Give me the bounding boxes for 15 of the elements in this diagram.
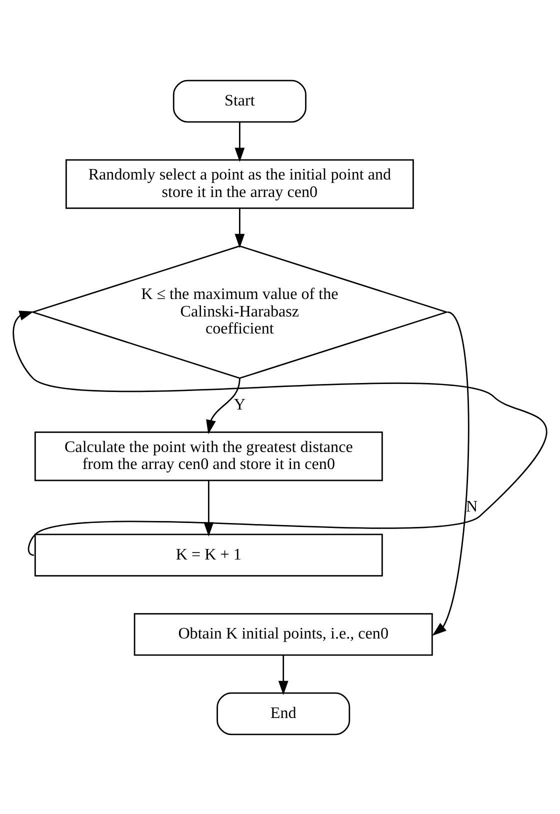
- arrow: [234, 121, 245, 162]
- node-box: K = K + 1: [34, 533, 383, 576]
- edge-label: N: [466, 498, 478, 516]
- arrow: [234, 208, 245, 248]
- node-diamond: K ≤ the maximum value of the Calinski-Harabasz coefficient: [30, 244, 449, 378]
- edge-label: Y: [234, 396, 246, 413]
- node-box: Start: [172, 79, 306, 122]
- node-box: Obtain K initial points, i.e., cen0: [134, 612, 433, 656]
- node-box: Randomly select a point as the initial point and store it in the array cen0: [66, 158, 414, 208]
- arrow: [278, 654, 288, 695]
- arrow: [432, 311, 470, 636]
- node-box: End: [216, 692, 350, 735]
- node-box: Calculate the point with the greatest distance from the array cen0 and store it in cen0: [34, 431, 383, 481]
- arrow: [13, 310, 547, 555]
- arrow: [206, 378, 240, 434]
